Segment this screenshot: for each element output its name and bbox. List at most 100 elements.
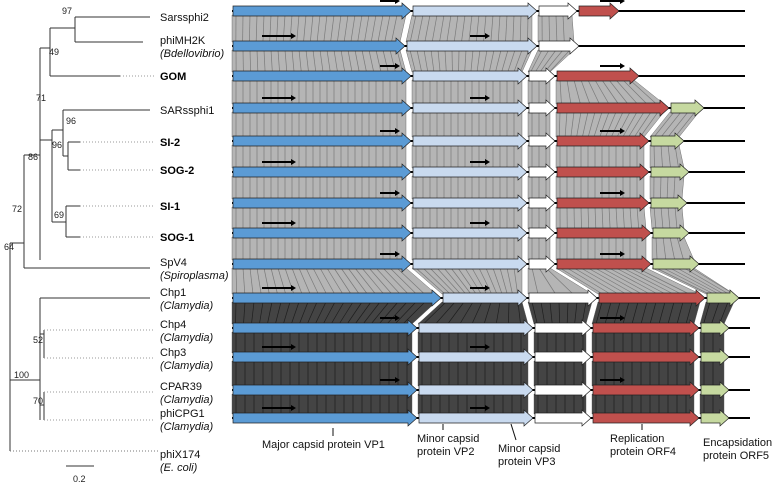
taxon-host: (Clamydia) — [160, 421, 214, 433]
synteny-band-vp2 — [411, 111, 523, 138]
synteny-stripe — [505, 14, 508, 43]
small-orf-arrow — [380, 128, 400, 134]
synteny-stripe — [622, 79, 648, 105]
taxon-label: SI-1 — [160, 201, 180, 213]
synteny-stripe — [275, 301, 282, 325]
synteny-stripe — [570, 111, 575, 138]
synteny-stripe — [471, 267, 487, 295]
synteny-stripe — [622, 267, 674, 295]
gene-arrow-orf5 — [700, 381, 730, 399]
synteny-band-vp2 — [411, 236, 523, 261]
synteny-stripe — [443, 267, 466, 295]
synteny-stripe — [564, 111, 568, 138]
synteny-stripe — [594, 79, 610, 105]
synteny-band-orf5 — [649, 144, 685, 169]
taxon-label: CPAR39 — [160, 381, 202, 393]
synteny-stripe — [409, 49, 416, 73]
synteny-band-vp1 — [231, 175, 407, 200]
small-orf-arrow — [470, 95, 490, 101]
synteny-stripe — [375, 49, 382, 73]
synteny-stripe — [601, 267, 650, 295]
taxon-label: Chp3 — [160, 347, 186, 359]
synteny-stripe — [256, 49, 259, 73]
gene-arrow-vp1 — [232, 2, 412, 20]
synteny-stripe — [423, 49, 429, 73]
bootstrap-value: 52 — [33, 335, 43, 345]
synteny-stripe — [615, 79, 638, 105]
gene-arrow-vp1 — [232, 37, 406, 55]
synteny-stripe — [660, 111, 682, 138]
bootstrap-value: 72 — [12, 204, 22, 214]
small-orf-arrow — [262, 220, 296, 226]
synteny-stripe — [566, 79, 572, 105]
genome-map-SpV4 — [232, 251, 745, 273]
synteny-stripe — [507, 49, 516, 73]
small-orf-arrow — [262, 285, 296, 291]
small-orf-arrow — [262, 159, 296, 165]
synteny-stripe — [483, 14, 487, 43]
gene-arrow-orf4 — [556, 194, 650, 212]
synteny-stripe — [662, 236, 667, 261]
synteny-stripe — [676, 236, 684, 261]
synteny-stripe — [559, 79, 562, 105]
small-orf-arrow — [470, 344, 490, 350]
synteny-band-orf4 — [555, 236, 647, 261]
synteny-stripe — [368, 49, 375, 73]
taxon-host: (Spiroplasma) — [160, 270, 229, 282]
synteny-stripe — [396, 267, 425, 295]
small-orf-arrow — [600, 128, 625, 134]
small-orf-arrow — [470, 159, 490, 165]
synteny-stripe — [610, 111, 624, 138]
genome-map-SARssphi1 — [232, 95, 745, 117]
synteny-stripe — [415, 267, 446, 295]
synteny-stripe — [382, 267, 409, 295]
synteny-stripe — [573, 79, 581, 105]
genome-maps-layer — [232, 0, 760, 427]
synteny-stripe — [690, 267, 734, 295]
synteny-band-orf4 — [591, 331, 695, 354]
synteny-stripe — [549, 49, 571, 73]
synteny-stripe — [322, 301, 336, 325]
gene-label-vp1: Major capsid protein VP1 — [262, 439, 385, 451]
synteny-band-vp1 — [231, 111, 407, 138]
synteny-stripe — [361, 49, 367, 73]
synteny-band-vp1 — [231, 267, 437, 295]
taxon-label: phiCPG1 — [160, 408, 205, 420]
synteny-stripe — [490, 14, 494, 43]
taxon-label: SARssphi1 — [160, 105, 214, 117]
synteny-stripe — [457, 267, 477, 295]
bootstrap-value: 71 — [36, 93, 46, 103]
synteny-stripe — [430, 49, 435, 73]
synteny-stripe — [501, 49, 509, 73]
small-orf-arrow — [600, 190, 625, 196]
synteny-stripe — [683, 267, 729, 295]
bootstrap-value: 64 — [4, 242, 14, 252]
synteny-stripe — [655, 236, 658, 261]
synteny-stripe — [249, 267, 254, 295]
synteny-stripe — [636, 267, 690, 295]
taxon-label: Chp1 — [160, 287, 186, 299]
small-orf-arrow — [262, 95, 296, 101]
synteny-stripe — [464, 267, 482, 295]
small-orf-arrow — [380, 315, 400, 321]
synteny-stripe — [350, 14, 356, 43]
synteny-stripe — [594, 206, 597, 230]
taxon-host: (Bdellovibrio) — [160, 48, 225, 60]
synteny-stripe — [506, 267, 513, 295]
gene-arrow-vp1 — [232, 67, 412, 85]
synteny-stripe — [461, 14, 466, 43]
synteny-stripe — [667, 206, 671, 230]
synteny-stripe — [548, 14, 550, 43]
synteny-band-vp1 — [231, 393, 413, 415]
synteny-stripe — [495, 301, 501, 325]
synteny-stripe — [284, 49, 288, 73]
synteny-stripe — [513, 49, 523, 73]
synteny-stripe — [422, 267, 451, 295]
synteny-stripe — [653, 144, 655, 169]
synteny-stripe — [389, 267, 417, 295]
small-orf-arrow — [600, 0, 625, 4]
synteny-stripe — [256, 267, 262, 295]
bootstrap-values: 97 49 71 96 96 86 69 72 64 52 100 70 — [4, 6, 76, 406]
synteny-stripe — [386, 301, 408, 325]
synteny-stripe — [319, 49, 324, 73]
